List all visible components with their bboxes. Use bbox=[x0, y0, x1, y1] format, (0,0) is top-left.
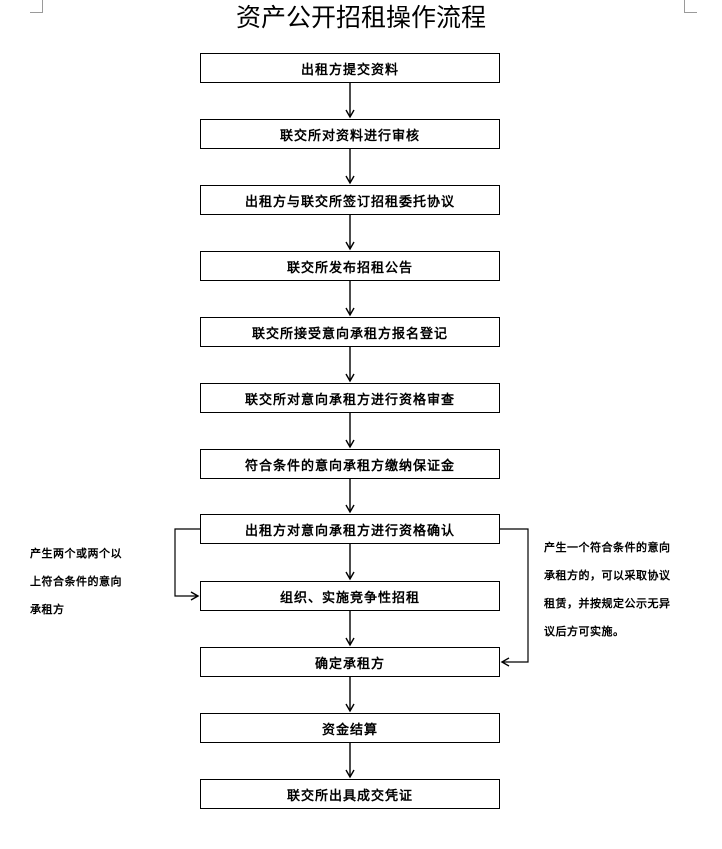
step-box: 符合条件的意向承租方缴纳保证金 bbox=[200, 449, 500, 479]
step-box: 联交所接受意向承租方报名登记 bbox=[200, 317, 500, 347]
branch-arrow-right bbox=[500, 528, 529, 667]
step-box: 出租方对意向承租方进行资格确认 bbox=[200, 514, 500, 544]
page-title: 资产公开招租操作流程 bbox=[235, 3, 486, 32]
note-line: 产生一个符合条件的意向 bbox=[544, 541, 671, 554]
note-line: 议后方可实施。 bbox=[544, 625, 625, 638]
branch-arrow-left bbox=[174, 528, 200, 601]
note-line: 上符合条件的意向 bbox=[30, 575, 122, 588]
step-box: 确定承租方 bbox=[200, 647, 500, 677]
note-line: 承租方 bbox=[30, 603, 65, 616]
page-corner-mark-left bbox=[30, 0, 43, 13]
note-multiple-bidders: 产生两个或两个以 上符合条件的意向 承租方 bbox=[30, 540, 160, 624]
step-box: 联交所出具成交凭证 bbox=[200, 779, 500, 809]
step-box: 联交所发布招租公告 bbox=[200, 251, 500, 281]
page-corner-mark-right bbox=[684, 0, 697, 13]
step-box: 组织、实施竞争性招租 bbox=[200, 581, 500, 611]
step-box: 出租方与联交所签订招租委托协议 bbox=[200, 185, 500, 215]
note-single-bidder: 产生一个符合条件的意向 承租方的，可以采取协议 租赁，并按规定公示无异 议后方可… bbox=[544, 534, 716, 646]
step-box: 资金结算 bbox=[200, 713, 500, 743]
note-line: 承租方的，可以采取协议 bbox=[544, 569, 671, 582]
step-box: 联交所对资料进行审核 bbox=[200, 119, 500, 149]
note-line: 产生两个或两个以 bbox=[30, 547, 122, 560]
step-box: 出租方提交资料 bbox=[200, 53, 500, 83]
step-box: 联交所对意向承租方进行资格审查 bbox=[200, 383, 500, 413]
note-line: 租赁，并按规定公示无异 bbox=[544, 597, 671, 610]
